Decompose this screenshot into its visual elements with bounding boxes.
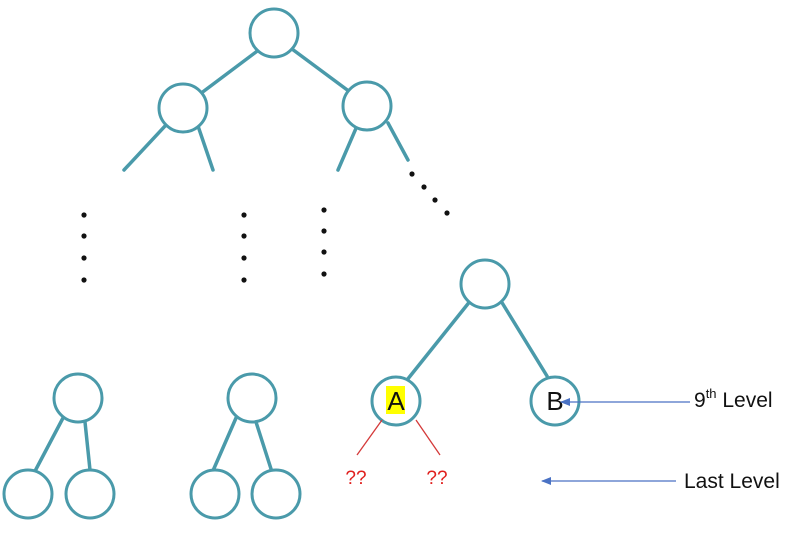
ellipsis-middle: [241, 212, 247, 283]
unknown-edge-left: [356, 419, 383, 456]
ninth-level-label: 9th Level: [694, 386, 773, 412]
ellipsis-left: [81, 212, 87, 283]
node-a-highlight: [386, 386, 405, 414]
level2-left-node: [157, 82, 209, 134]
parent-of-ab-node: [459, 258, 511, 310]
bottom-left-subtree: [2, 372, 116, 520]
unknown-edge-right: [415, 419, 441, 456]
node-b-label: B: [546, 386, 563, 416]
bottom-left-child-node: [2, 468, 54, 520]
unknown-child-left: ??: [345, 468, 366, 489]
node-b: [529, 375, 581, 427]
bottom-middle-child-node: [189, 468, 241, 520]
root-node: [248, 7, 300, 59]
node-a-label: A: [387, 386, 405, 416]
bottom-middle-subtree: [189, 372, 302, 520]
ellipsis-diagonal: [409, 171, 450, 216]
bottom-middle-child-node: [250, 468, 302, 520]
top-edges: [122, 47, 410, 172]
bottom-middle-parent-node: [226, 372, 278, 424]
ellipsis-right: [321, 207, 327, 277]
unknown-child-right: ??: [426, 468, 447, 489]
last-level-label: Last Level: [684, 470, 780, 493]
bottom-left-child-node: [64, 468, 116, 520]
bottom-left-parent-node: [52, 372, 104, 424]
level2-right-node: [341, 80, 393, 132]
ab-subtree-edges: [405, 298, 549, 382]
